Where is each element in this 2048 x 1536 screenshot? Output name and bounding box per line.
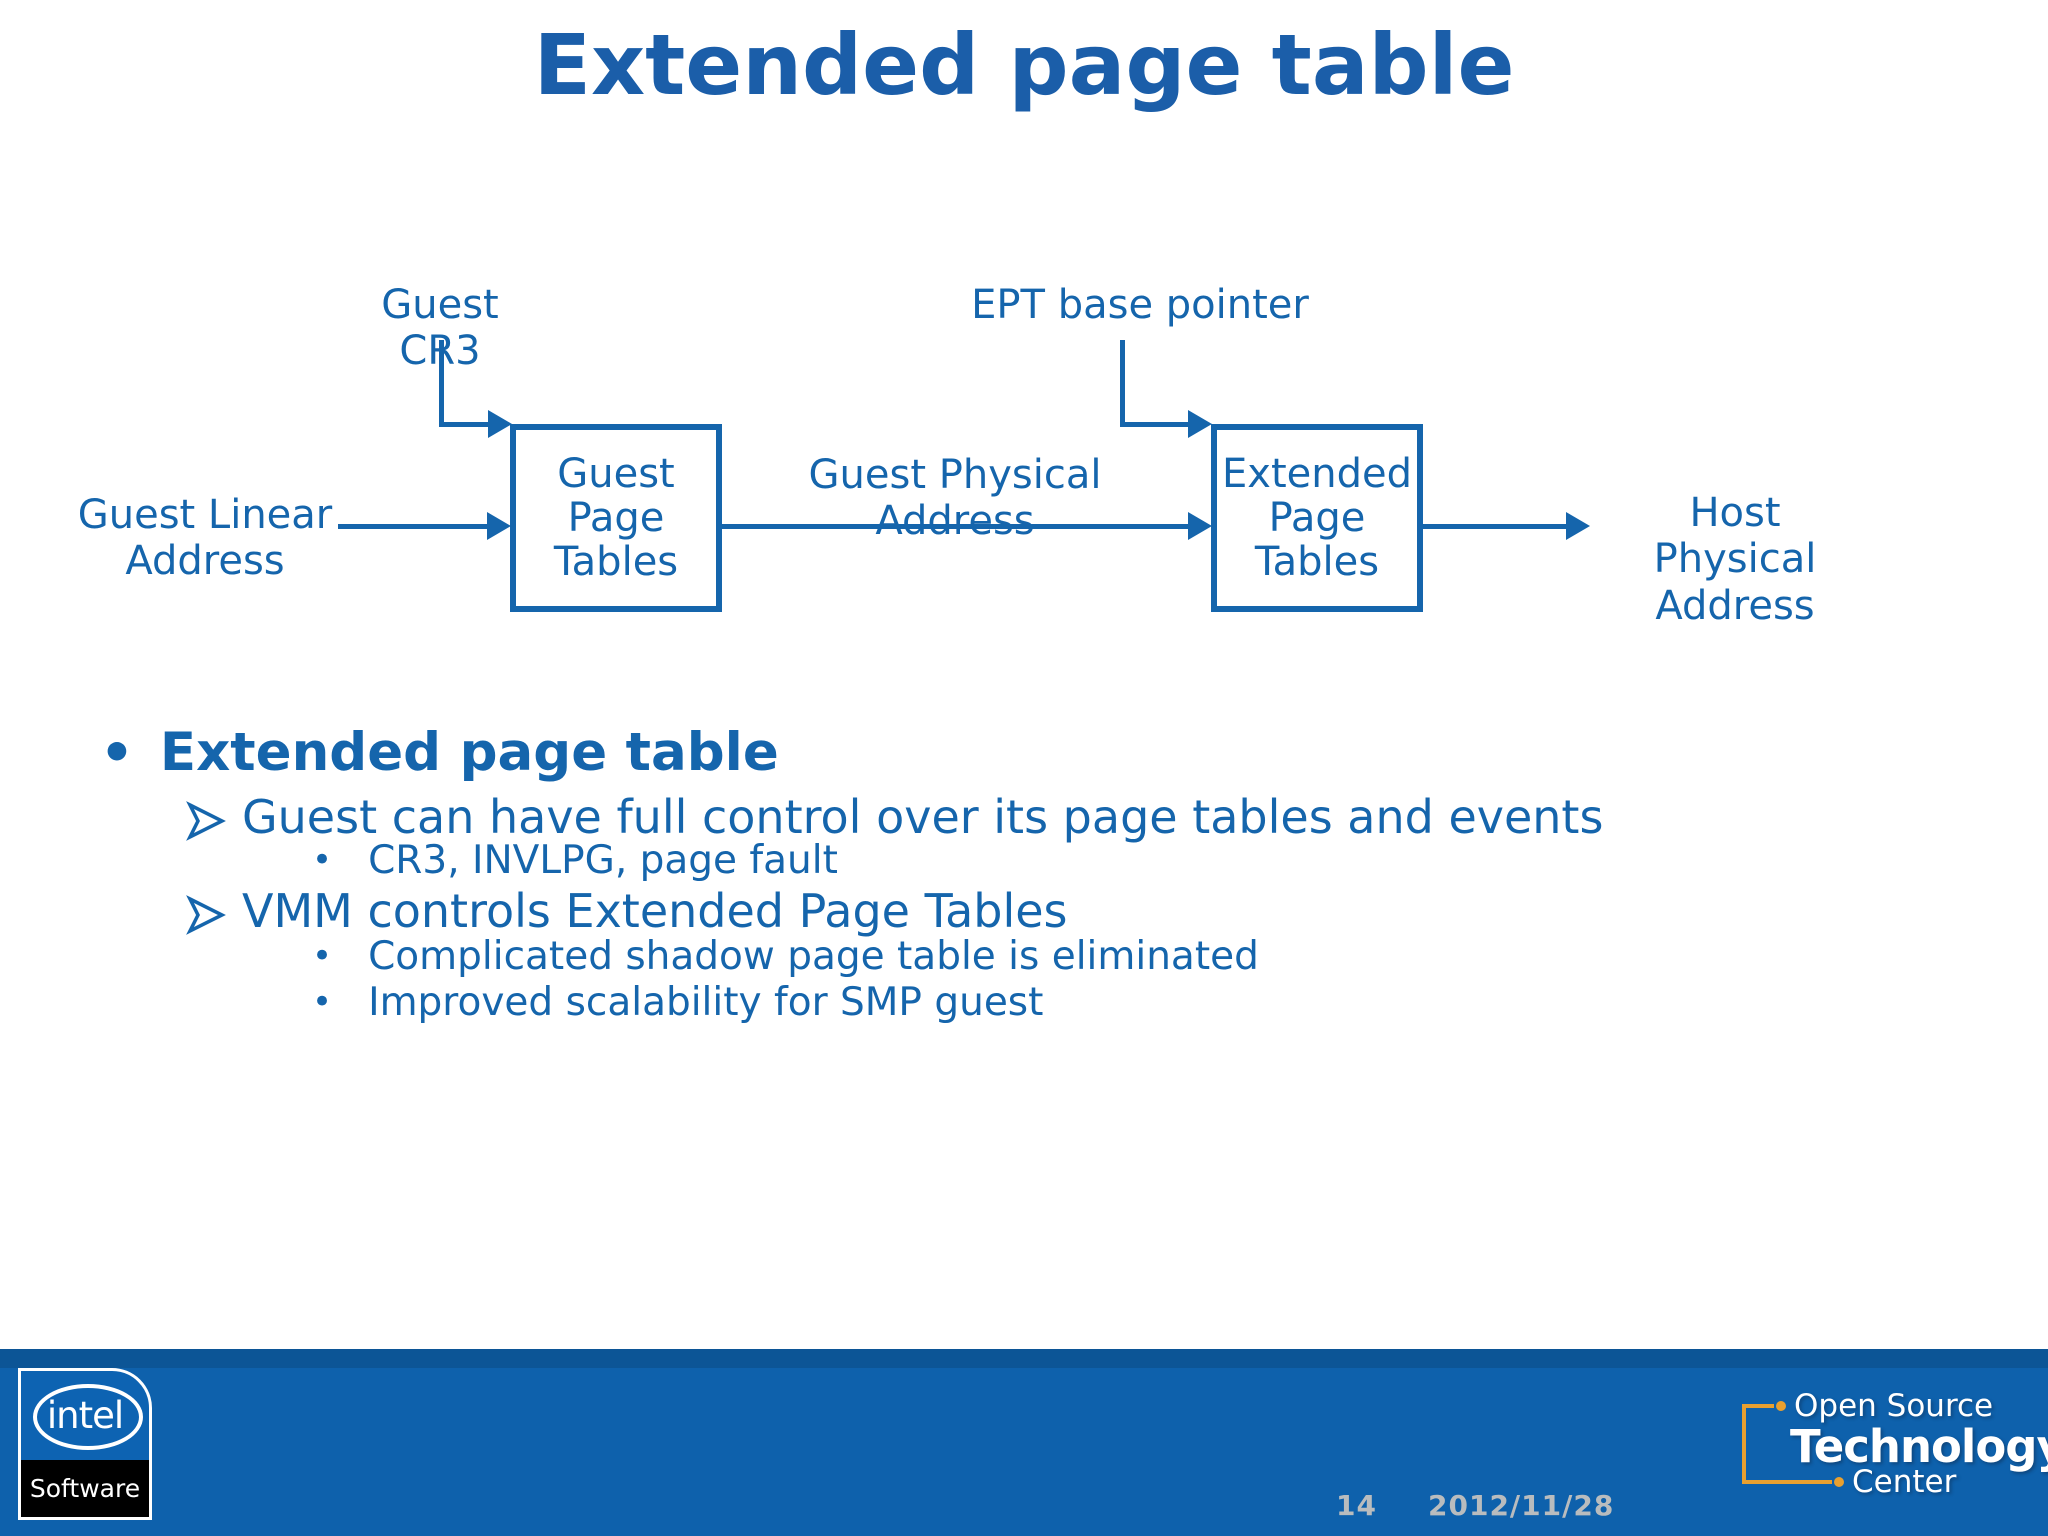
bullet-text: Guest can have full control over its pag… [242, 790, 1604, 844]
ept-connector-vertical [1120, 340, 1125, 427]
page-number: 14 [1336, 1489, 1377, 1522]
bullet-line-level2: VMM controls Extended Page Tables [186, 884, 1068, 946]
ept-arrowhead-icon [1188, 410, 1212, 438]
arrow-bullet-icon [186, 798, 226, 852]
ostc-center-text: Center [1852, 1464, 1957, 1500]
bullet-line-level3: • CR3, INVLPG, page fault [312, 838, 838, 884]
bullet-text: CR3, INVLPG, page fault [368, 838, 838, 883]
host-physical-arrow-line [1421, 524, 1568, 529]
ostc-dot-top-icon [1776, 1401, 1786, 1411]
bullet-line-level2: Guest can have full control over its pag… [186, 790, 1603, 852]
guest-linear-address-label: Guest Linear Address [77, 492, 333, 585]
arrow-bullet-icon [186, 892, 226, 946]
ostc-open-source-text: Open Source [1794, 1388, 1994, 1424]
bullet-line-level3: • Complicated shadow page table is elimi… [312, 934, 1259, 980]
guest-linear-arrow-line [338, 524, 490, 529]
intel-software-logo: intel Software [18, 1368, 152, 1520]
bullet-dot-icon: • [312, 982, 333, 1022]
guest-linear-arrowhead-icon [487, 512, 511, 540]
host-physical-arrowhead-icon [1566, 512, 1590, 540]
ostc-bracket-bottom [1742, 1480, 1832, 1484]
page-title: Extended page table [533, 16, 1515, 114]
slide-date: 2012/11/28 [1428, 1489, 1615, 1522]
ostc-technology-text: Technology [1790, 1420, 2048, 1473]
ostc-dot-bottom-icon [1834, 1477, 1844, 1487]
bullet-dot-icon: • [312, 840, 333, 880]
ept-base-pointer-label: EPT base pointer [971, 282, 1309, 328]
bullet-text: Improved scalability for SMP guest [368, 980, 1044, 1025]
guest-cr3-connector-horizontal [439, 422, 491, 427]
ept-connector-horizontal [1120, 422, 1190, 427]
footer-bar [0, 1349, 2048, 1536]
bullet-line-level1: • Extended page table [100, 722, 779, 786]
ostc-bracket-vertical [1742, 1404, 1746, 1484]
guest-physical-arrow-line [720, 524, 1190, 529]
bullet-dot-icon: • [312, 936, 333, 976]
intel-ellipse-icon [33, 1384, 143, 1450]
ostc-bracket-top [1742, 1404, 1774, 1408]
bullet-dot-icon: • [100, 723, 134, 784]
bullet-line-level3: • Improved scalability for SMP guest [312, 980, 1043, 1026]
intel-logo-top: intel [21, 1371, 149, 1460]
intel-software-text: Software [29, 1474, 141, 1503]
guest-physical-arrowhead-icon [1188, 512, 1212, 540]
guest-cr3-arrowhead-icon [488, 410, 512, 438]
extended-page-tables-box: Extended Page Tables [1211, 424, 1423, 612]
intel-logo-bottom: Software [21, 1460, 149, 1517]
guest-physical-address-label: Guest Physical Address [808, 452, 1102, 545]
host-physical-address-label: Host Physical Address [1653, 490, 1817, 629]
bullet-text: Complicated shadow page table is elimina… [368, 934, 1259, 979]
bullet-text: Extended page table [159, 722, 779, 783]
guest-page-tables-box: Guest Page Tables [510, 424, 722, 612]
guest-cr3-connector-vertical [439, 340, 444, 427]
bullet-text: VMM controls Extended Page Tables [242, 884, 1068, 938]
intel-brand-text: intel [46, 1394, 124, 1437]
